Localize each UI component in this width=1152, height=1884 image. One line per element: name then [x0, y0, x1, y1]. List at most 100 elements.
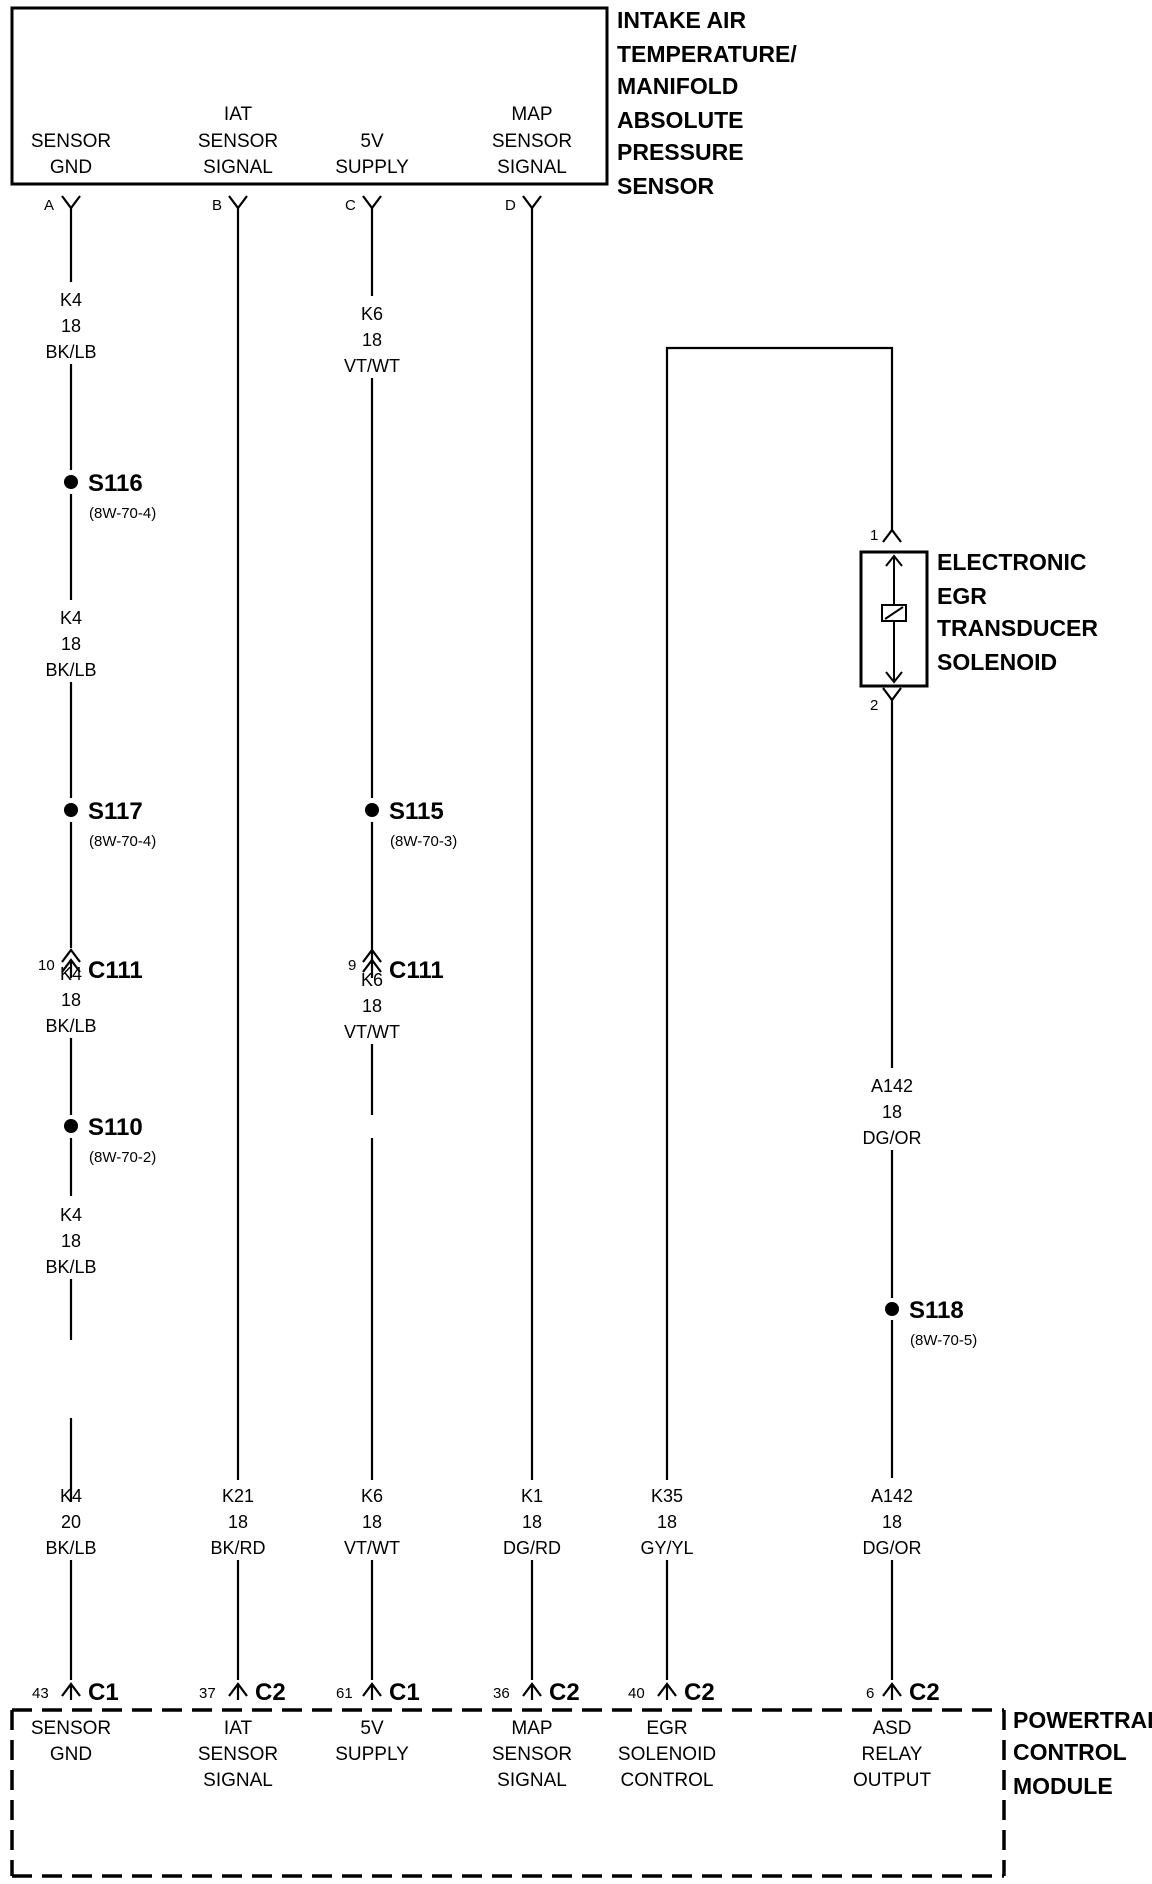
wire-code: K6	[361, 304, 383, 324]
splice-s117: S117 (8W-70-4)	[64, 798, 156, 850]
wire-gauge: 20	[61, 1512, 81, 1532]
wire-color: DG/RD	[503, 1538, 561, 1558]
solenoid-terminal-2-icon	[882, 687, 902, 702]
solenoid-title-line: SOLENOID	[937, 649, 1057, 675]
wire-gauge: 18	[61, 1231, 81, 1251]
wire-gauge: 18	[362, 996, 382, 1016]
solenoid-title-line: ELECTRONIC	[937, 549, 1087, 575]
sensor-title-line: MANIFOLD	[617, 73, 738, 99]
sensor-pin-b-label: IAT	[224, 104, 253, 125]
sensor-title-line: TEMPERATURE/	[617, 41, 797, 67]
sensor-pin-d-label: MAP	[511, 104, 552, 125]
splice-s116: S116 (8W-70-4)	[64, 470, 156, 522]
sensor-pin-d-label: SENSOR	[492, 131, 572, 152]
sensor-pin-b-label: SIGNAL	[203, 157, 273, 178]
pcm-pin-label: SENSOR	[198, 1744, 278, 1765]
pcm-cavity: 61	[336, 1685, 353, 1702]
pcm-pin-label: MAP	[511, 1718, 552, 1739]
pcm-title-line: POWERTRAIN	[1013, 1707, 1152, 1733]
splice-s110: S110 (8W-70-2)	[64, 1114, 156, 1166]
wire-color: GY/YL	[640, 1538, 693, 1558]
splice-dot-icon	[64, 1119, 78, 1133]
pcm-pin-label: SIGNAL	[497, 1770, 567, 1791]
pcm-pin-label: GND	[50, 1744, 92, 1765]
inline-connector-icon	[362, 948, 382, 978]
splice-dot-icon	[64, 803, 78, 817]
sensor-pin-b-letter: B	[212, 197, 222, 214]
wire-gauge: 18	[61, 316, 81, 336]
solenoid-title-line: EGR	[937, 583, 987, 609]
sensor-pin-c-letter: C	[345, 197, 356, 214]
sensor-pin-c-label: 5V	[360, 131, 384, 152]
pcm-pin-label: IAT	[224, 1718, 253, 1739]
wire-color: VT/WT	[344, 1538, 400, 1558]
pcm-pin-label: EGR	[646, 1718, 687, 1739]
pcm-title: POWERTRAIN CONTROL MODULE	[1013, 1707, 1152, 1799]
pcm-title-line: MODULE	[1013, 1773, 1113, 1799]
wire-gauge: 18	[522, 1512, 542, 1532]
inline-connector-id: C111	[389, 957, 444, 984]
pcm-connector-id: C2	[909, 1679, 940, 1706]
inline-connector-cavity: 9	[348, 957, 356, 974]
pcm-pin-label: SUPPLY	[335, 1744, 409, 1765]
sensor-pin-d-label: SIGNAL	[497, 157, 567, 178]
pcm-pin-label: RELAY	[862, 1744, 923, 1765]
pcm-connector-id: C2	[684, 1679, 715, 1706]
splice-id: S110	[88, 1114, 143, 1141]
wire-color: BK/LB	[45, 660, 96, 680]
wire-color: DG/OR	[862, 1128, 921, 1148]
pcm-pin-label: CONTROL	[621, 1770, 714, 1791]
sensor-title-line: PRESSURE	[617, 139, 744, 165]
splice-dot-icon	[885, 1302, 899, 1316]
splice-id: S116	[88, 470, 143, 497]
sensor-pin-a-label: GND	[50, 157, 92, 178]
wire-code: K4	[60, 1486, 82, 1506]
sensor-pin-b-label: SENSOR	[198, 131, 278, 152]
iat-map-sensor-title: INTAKE AIR TEMPERATURE/ MANIFOLD ABSOLUT…	[617, 7, 797, 199]
sensor-pin-d-letter: D	[505, 197, 516, 214]
splice-id: S115	[389, 798, 444, 825]
pcm-cavity: 40	[628, 1685, 645, 1702]
splice-s115: S115 (8W-70-3)	[365, 798, 457, 850]
pcm-cavity: 6	[866, 1685, 874, 1702]
wire-code: A142	[871, 1486, 913, 1506]
wire-egr-control	[665, 346, 894, 1480]
wire-gauge: 18	[882, 1102, 902, 1122]
splice-ref: (8W-70-5)	[910, 1332, 977, 1349]
wire-gauge: 18	[61, 990, 81, 1010]
wire-gauge: 18	[228, 1512, 248, 1532]
pcm-connector-id: C2	[255, 1679, 286, 1706]
splice-ref: (8W-70-4)	[89, 833, 156, 850]
inline-connector-c111-gnd: 10 C111	[38, 948, 143, 984]
sensor-terminal-b-icon	[228, 195, 248, 210]
sensor-terminal-c-icon	[362, 195, 382, 210]
sensor-title-line: ABSOLUTE	[617, 107, 744, 133]
wire-code: K6	[361, 970, 383, 990]
splice-ref: (8W-70-3)	[390, 833, 457, 850]
iat-map-sensor-box	[10, 6, 609, 186]
pcm-pin-label: SOLENOID	[618, 1744, 716, 1765]
wire-color: DG/OR	[862, 1538, 921, 1558]
sensor-terminal-d-icon	[522, 195, 542, 210]
splice-dot-icon	[365, 803, 379, 817]
splice-id: S117	[88, 798, 143, 825]
wire-gauge: 18	[61, 634, 81, 654]
solenoid-pin-2: 2	[870, 697, 878, 714]
wire-color: BK/LB	[45, 342, 96, 362]
sensor-pin-a-letter: A	[44, 197, 54, 214]
sensor-title-line: INTAKE AIR	[617, 7, 746, 33]
pcm-pin-label: ASD	[872, 1718, 911, 1739]
inline-connector-id: C111	[88, 957, 143, 984]
pcm-connector-id: C2	[549, 1679, 580, 1706]
wire-code: A142	[871, 1076, 913, 1096]
splice-dot-icon	[64, 475, 78, 489]
pcm-pin-label: SENSOR	[31, 1718, 111, 1739]
solenoid-pin-1: 1	[870, 527, 878, 544]
wire-code: K21	[222, 1486, 254, 1506]
wire-color: BK/LB	[45, 1016, 96, 1036]
wire-color: BK/RD	[210, 1538, 265, 1558]
splice-s118: S118 (8W-70-5)	[885, 1297, 977, 1349]
pcm-connector-id: C1	[389, 1679, 420, 1706]
wire-code: K4	[60, 290, 82, 310]
